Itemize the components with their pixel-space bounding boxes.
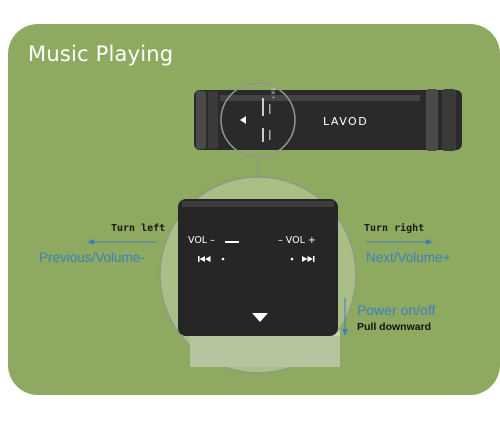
device-body — [194, 90, 462, 150]
device-left-rib-2 — [208, 91, 218, 149]
zoom-panel-highlight — [182, 201, 334, 207]
vol-minus-label: VOL – — [188, 235, 215, 246]
device-left-rib-1 — [196, 91, 206, 149]
device-mini-mark-2 — [262, 128, 264, 142]
previous-volume-label: Previous/Volume- — [39, 250, 145, 265]
prev-track-icon — [198, 256, 225, 262]
turn-left-label: Turn left — [111, 223, 166, 234]
device-illustration — [194, 89, 462, 151]
device-right-rib-2 — [442, 89, 456, 151]
vol-plus-label: – VOL + — [278, 235, 316, 246]
page-title: Music Playing — [28, 42, 174, 66]
left-arrow — [87, 239, 156, 245]
device-arrow-icon — [240, 116, 246, 124]
device-mini-mark-4 — [269, 130, 271, 140]
right-arrow — [366, 239, 433, 245]
device-mini-mark-3 — [269, 104, 271, 114]
power-onoff-label: Power on/off — [357, 302, 436, 318]
pull-downward-label: Pull downward — [357, 321, 432, 333]
device-brand-label: LAVOD — [323, 115, 368, 128]
zoom-lower-body — [190, 330, 340, 367]
device-mini-label: + VOL — [271, 86, 276, 99]
turn-right-label: Turn right — [364, 223, 425, 234]
down-arrow — [342, 298, 348, 336]
next-track-icon — [290, 256, 315, 262]
down-triangle-icon — [252, 313, 268, 322]
next-volume-label: Next/Volume+ — [366, 250, 451, 265]
device-mini-mark-1 — [262, 98, 264, 116]
device-right-rib-1 — [426, 89, 438, 151]
zoom-control-panel — [178, 199, 338, 336]
device-highlight — [220, 95, 420, 101]
vol-minus-bar — [225, 241, 239, 243]
